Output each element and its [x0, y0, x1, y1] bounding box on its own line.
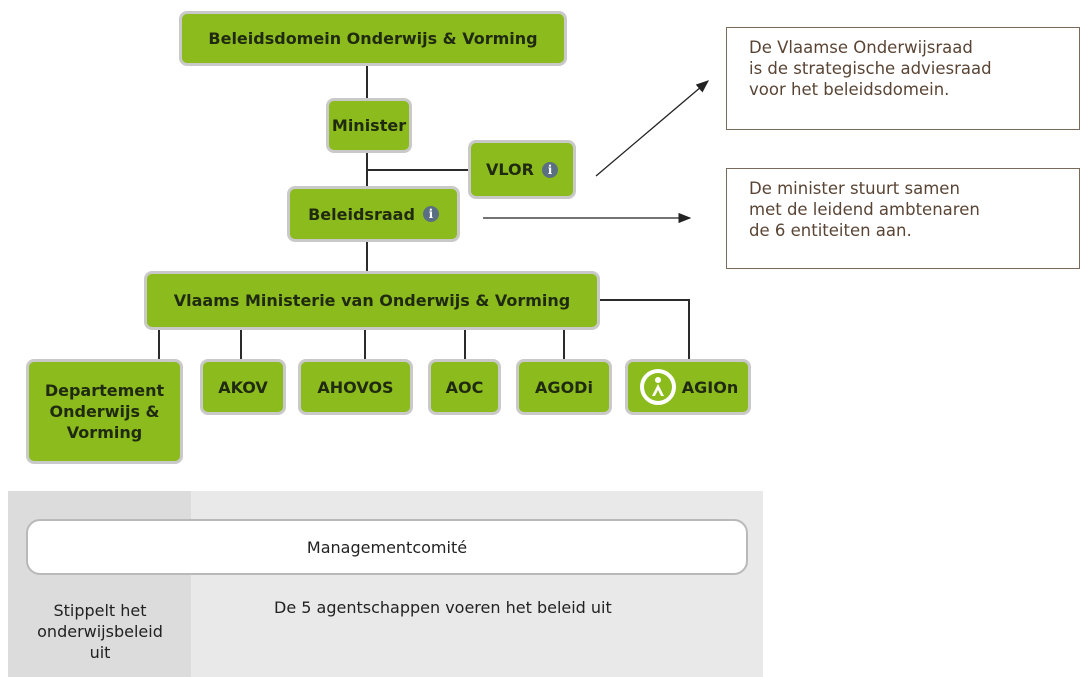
panel-right-label: De 5 agentschappen voeren het beleid uit: [274, 598, 612, 617]
managementcomite-label: Managementcomité: [306, 537, 468, 557]
agion-logo-icon: [637, 367, 678, 407]
node-vlor[interactable]: VLOR i: [468, 140, 576, 199]
node-departement-line: Onderwijs &: [49, 402, 160, 421]
connector-line: [366, 239, 368, 272]
panel-left-line: uit: [89, 643, 111, 662]
vlor-note-line: voor het beleidsdomein.: [749, 80, 950, 99]
node-agion[interactable]: AGIOn: [625, 359, 751, 415]
node-beleidsdomein[interactable]: Beleidsdomein Onderwijs & Vorming: [179, 11, 567, 66]
connector-line: [464, 328, 466, 361]
node-vlor-label: VLOR: [486, 160, 534, 179]
panel-left-text: Stippelt het onderwijsbeleid uit: [20, 600, 180, 663]
node-agodi[interactable]: AGODi: [516, 359, 612, 415]
node-agion-label: AGIOn: [681, 377, 739, 397]
vlor-arrow: [595, 80, 709, 177]
connector-line: [366, 169, 469, 171]
vlor-note-line: is de strategische adviesraad: [749, 59, 992, 78]
connector-line: [366, 64, 368, 99]
node-departement-line: Vorming: [66, 423, 143, 442]
node-beleidsraad[interactable]: Beleidsraad i: [287, 186, 460, 242]
node-minister[interactable]: Minister: [326, 98, 412, 153]
panel-left-line: Stippelt het: [53, 601, 147, 620]
node-ahovos[interactable]: AHOVOS: [298, 359, 413, 415]
vlor-note-line: De Vlaamse Onderwijsraad: [749, 38, 973, 57]
node-akov-label: AKOV: [218, 377, 268, 397]
beleidsraad-note-line: de 6 entiteiten aan.: [749, 221, 912, 240]
node-beleidsraad-label: Beleidsraad: [308, 204, 415, 224]
connector-line: [240, 328, 242, 361]
beleidsraad-note: De minister stuurt samen met de leidend …: [726, 168, 1080, 269]
info-icon[interactable]: i: [541, 161, 558, 178]
node-aoc-label: AOC: [445, 377, 484, 397]
node-beleidsdomein-label: Beleidsdomein Onderwijs & Vorming: [208, 29, 538, 48]
node-agodi-label: AGODi: [535, 377, 593, 397]
beleidsraad-note-line: met de leidend ambtenaren: [749, 200, 980, 219]
node-minister-label: Minister: [331, 116, 407, 135]
info-icon[interactable]: i: [422, 206, 439, 222]
connector-line: [597, 299, 689, 301]
connector-line: [158, 328, 160, 361]
node-aoc[interactable]: AOC: [428, 359, 501, 415]
connector-line: [364, 328, 366, 361]
node-ministerie-label: Vlaams Ministerie van Onderwijs & Vormin…: [173, 291, 571, 310]
managementcomite-box: Managementcomité: [26, 519, 748, 575]
panel-left-line: onderwijsbeleid: [37, 622, 163, 641]
node-akov[interactable]: AKOV: [200, 359, 286, 415]
beleidsraad-note-line: De minister stuurt samen: [749, 179, 960, 198]
connector-line: [563, 328, 565, 361]
node-departement[interactable]: Departement Onderwijs & Vorming: [26, 359, 183, 464]
node-ahovos-label: AHOVOS: [317, 377, 394, 397]
node-departement-line: Departement: [44, 381, 165, 400]
connector-line: [688, 299, 690, 361]
panel-right-text: De 5 agentschappen voeren het beleid uit: [274, 597, 612, 618]
node-ministerie[interactable]: Vlaams Ministerie van Onderwijs & Vormin…: [144, 271, 600, 330]
vlor-note: De Vlaamse Onderwijsraad is de strategis…: [726, 27, 1080, 130]
